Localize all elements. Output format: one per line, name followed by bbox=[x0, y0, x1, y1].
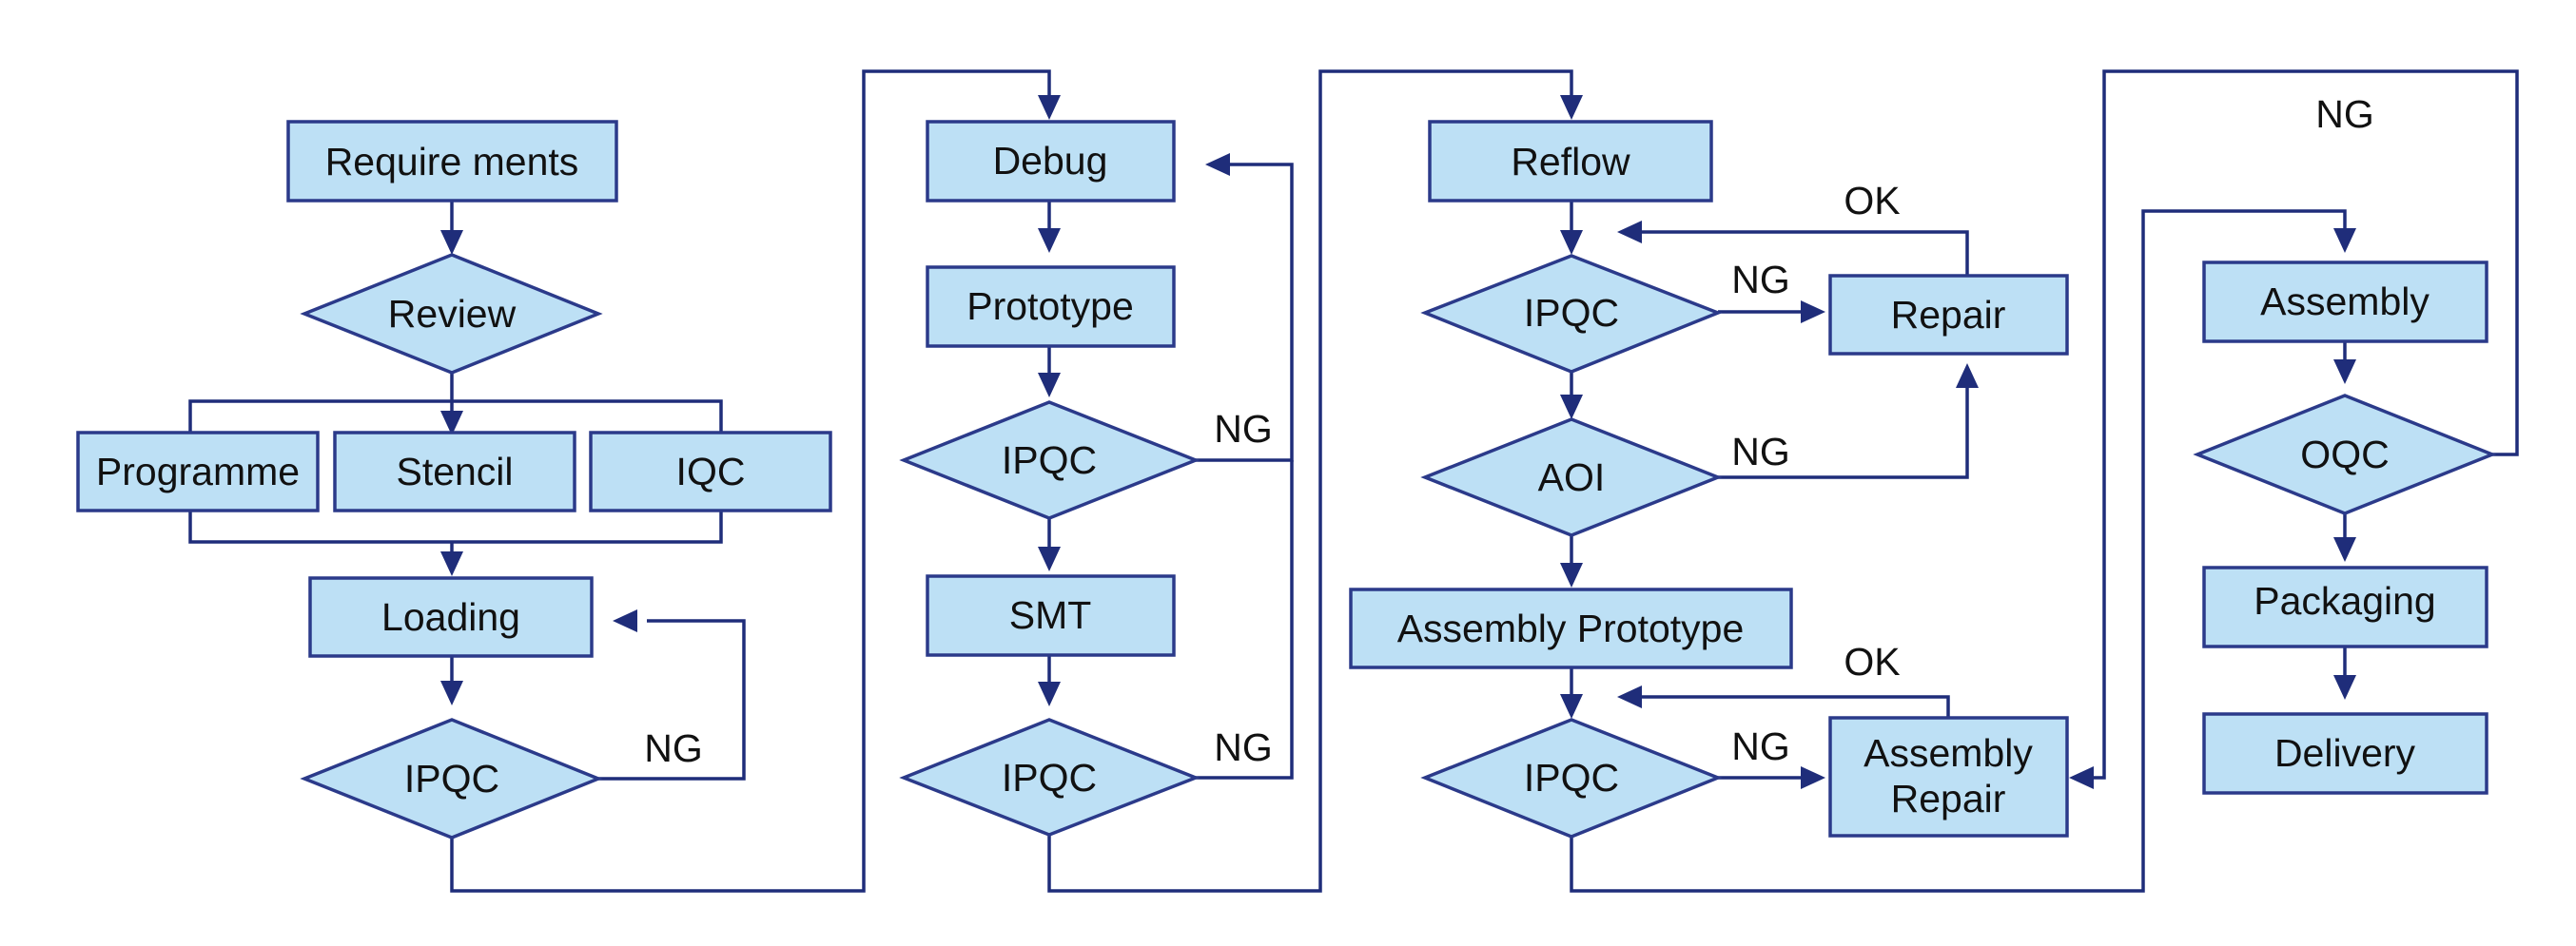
node-ipqc-smt-label: IPQC bbox=[1002, 756, 1097, 800]
node-iqc: IQC bbox=[589, 431, 832, 512]
edge-ipqc-loading-ng bbox=[598, 619, 746, 781]
node-assembly-label: Assembly bbox=[2260, 280, 2430, 323]
node-ipqc-reflow: IPQC bbox=[1420, 254, 1723, 374]
node-ipqc-assembly: IPQC bbox=[1420, 718, 1723, 839]
node-oqc-label: OQC bbox=[2300, 433, 2389, 476]
node-assembly-repair-label-line2: Repair bbox=[1891, 777, 2006, 821]
edge-repair-ok bbox=[1641, 230, 1969, 276]
node-assembly: Assembly bbox=[2202, 261, 2488, 343]
arrowhead bbox=[1038, 95, 1061, 120]
assembly-ng-label: NG bbox=[1731, 724, 1790, 768]
node-ipqc-loading-label: IPQC bbox=[404, 757, 499, 801]
node-packaging: Packaging bbox=[2202, 566, 2488, 648]
edge-col2-to-reflow bbox=[1047, 69, 1573, 893]
edge-col3-to-assembly bbox=[1570, 209, 2347, 893]
arrowhead bbox=[1617, 685, 1642, 708]
node-stencil: Stencil bbox=[333, 431, 576, 512]
arrowhead bbox=[440, 411, 463, 435]
node-requirements: Require ments bbox=[286, 120, 618, 203]
node-repair: Repair bbox=[1828, 274, 2069, 356]
arrowhead bbox=[1205, 153, 1230, 176]
node-loading: Loading bbox=[308, 576, 594, 658]
node-ipqc-loading: IPQC bbox=[300, 718, 603, 840]
arrowhead bbox=[1560, 563, 1583, 588]
arrowhead bbox=[1038, 373, 1061, 397]
node-aoi: AOI bbox=[1420, 417, 1723, 537]
arrowhead bbox=[1038, 228, 1061, 253]
node-packaging-label: Packaging bbox=[2254, 579, 2435, 623]
node-reflow-label: Reflow bbox=[1511, 140, 1630, 183]
arrowhead bbox=[1038, 547, 1061, 571]
arrowhead bbox=[2333, 675, 2356, 700]
arrowhead bbox=[1956, 363, 1979, 388]
node-review: Review bbox=[300, 253, 603, 375]
node-ipqc-prototype: IPQC bbox=[899, 400, 1200, 520]
arrowhead bbox=[440, 551, 463, 576]
node-programme-label: Programme bbox=[96, 450, 300, 493]
node-repair-label: Repair bbox=[1891, 293, 2006, 337]
loading-ng-label: NG bbox=[644, 726, 703, 770]
node-delivery-label: Delivery bbox=[2274, 731, 2416, 775]
node-review-label: Review bbox=[388, 292, 517, 336]
node-ipqc-assembly-label: IPQC bbox=[1524, 756, 1619, 800]
arrowhead bbox=[613, 609, 637, 632]
edge-col1-to-debug bbox=[450, 69, 1051, 893]
node-oqc: OQC bbox=[2193, 394, 2497, 515]
node-prototype: Prototype bbox=[926, 265, 1176, 348]
arrowhead bbox=[2333, 537, 2356, 562]
arrowhead bbox=[1560, 395, 1583, 419]
assembly-repair-ok-label: OK bbox=[1844, 640, 1900, 684]
node-programme: Programme bbox=[76, 431, 320, 512]
node-ipqc-prototype-label: IPQC bbox=[1002, 438, 1097, 482]
arrowhead bbox=[2333, 359, 2356, 384]
node-smt-label: SMT bbox=[1009, 593, 1092, 637]
repair-ok-label: OK bbox=[1844, 179, 1900, 222]
arrowheads bbox=[440, 95, 2356, 789]
edge-aoi-ng bbox=[1718, 385, 1969, 479]
node-reflow: Reflow bbox=[1428, 120, 1713, 203]
edge-smt-ng bbox=[1196, 460, 1294, 780]
node-delivery: Delivery bbox=[2202, 712, 2488, 795]
arrowhead bbox=[2333, 228, 2356, 253]
node-assembly-prototype: Assembly Prototype bbox=[1349, 588, 1793, 669]
node-stencil-label: Stencil bbox=[396, 450, 513, 493]
edge-prototype-ng bbox=[1196, 163, 1294, 462]
node-ipqc-reflow-label: IPQC bbox=[1524, 291, 1619, 335]
oqc-ng-label: NG bbox=[2315, 92, 2374, 136]
arrowhead bbox=[1560, 95, 1583, 120]
node-smt: SMT bbox=[926, 574, 1176, 657]
arrowhead bbox=[440, 230, 463, 255]
node-assembly-repair: Assembly Repair bbox=[1828, 716, 2069, 838]
node-assembly-prototype-label: Assembly Prototype bbox=[1397, 607, 1745, 650]
arrowhead bbox=[1560, 230, 1583, 255]
arrowhead bbox=[1560, 694, 1583, 719]
arrowhead bbox=[1617, 221, 1642, 243]
arrowhead bbox=[2069, 766, 2094, 789]
nodes: Require ments Review Programme Stencil I… bbox=[76, 120, 2497, 840]
node-debug-label: Debug bbox=[993, 139, 1108, 183]
prototype-ng-label: NG bbox=[1214, 407, 1273, 451]
node-iqc-label: IQC bbox=[676, 450, 746, 493]
arrowhead bbox=[1038, 682, 1061, 706]
node-ipqc-smt: IPQC bbox=[899, 718, 1200, 837]
edge-oqc-ng bbox=[2093, 69, 2519, 780]
smt-ng-label: NG bbox=[1214, 725, 1273, 769]
node-assembly-repair-label-line1: Assembly bbox=[1864, 731, 2033, 775]
node-loading-label: Loading bbox=[381, 595, 520, 639]
node-aoi-label: AOI bbox=[1538, 455, 1606, 499]
node-prototype-label: Prototype bbox=[966, 284, 1134, 328]
reflow-ng-label: NG bbox=[1731, 258, 1790, 301]
arrowhead bbox=[440, 681, 463, 705]
node-debug: Debug bbox=[926, 120, 1176, 203]
arrowhead bbox=[1801, 300, 1825, 323]
edge-assembly-repair-ok bbox=[1641, 695, 1950, 718]
node-requirements-label: Require ments bbox=[325, 140, 579, 183]
edge-labels: NG NG NG NG OK NG NG OK NG bbox=[644, 92, 2374, 770]
aoi-ng-label: NG bbox=[1731, 430, 1790, 473]
arrowhead bbox=[1801, 766, 1825, 789]
